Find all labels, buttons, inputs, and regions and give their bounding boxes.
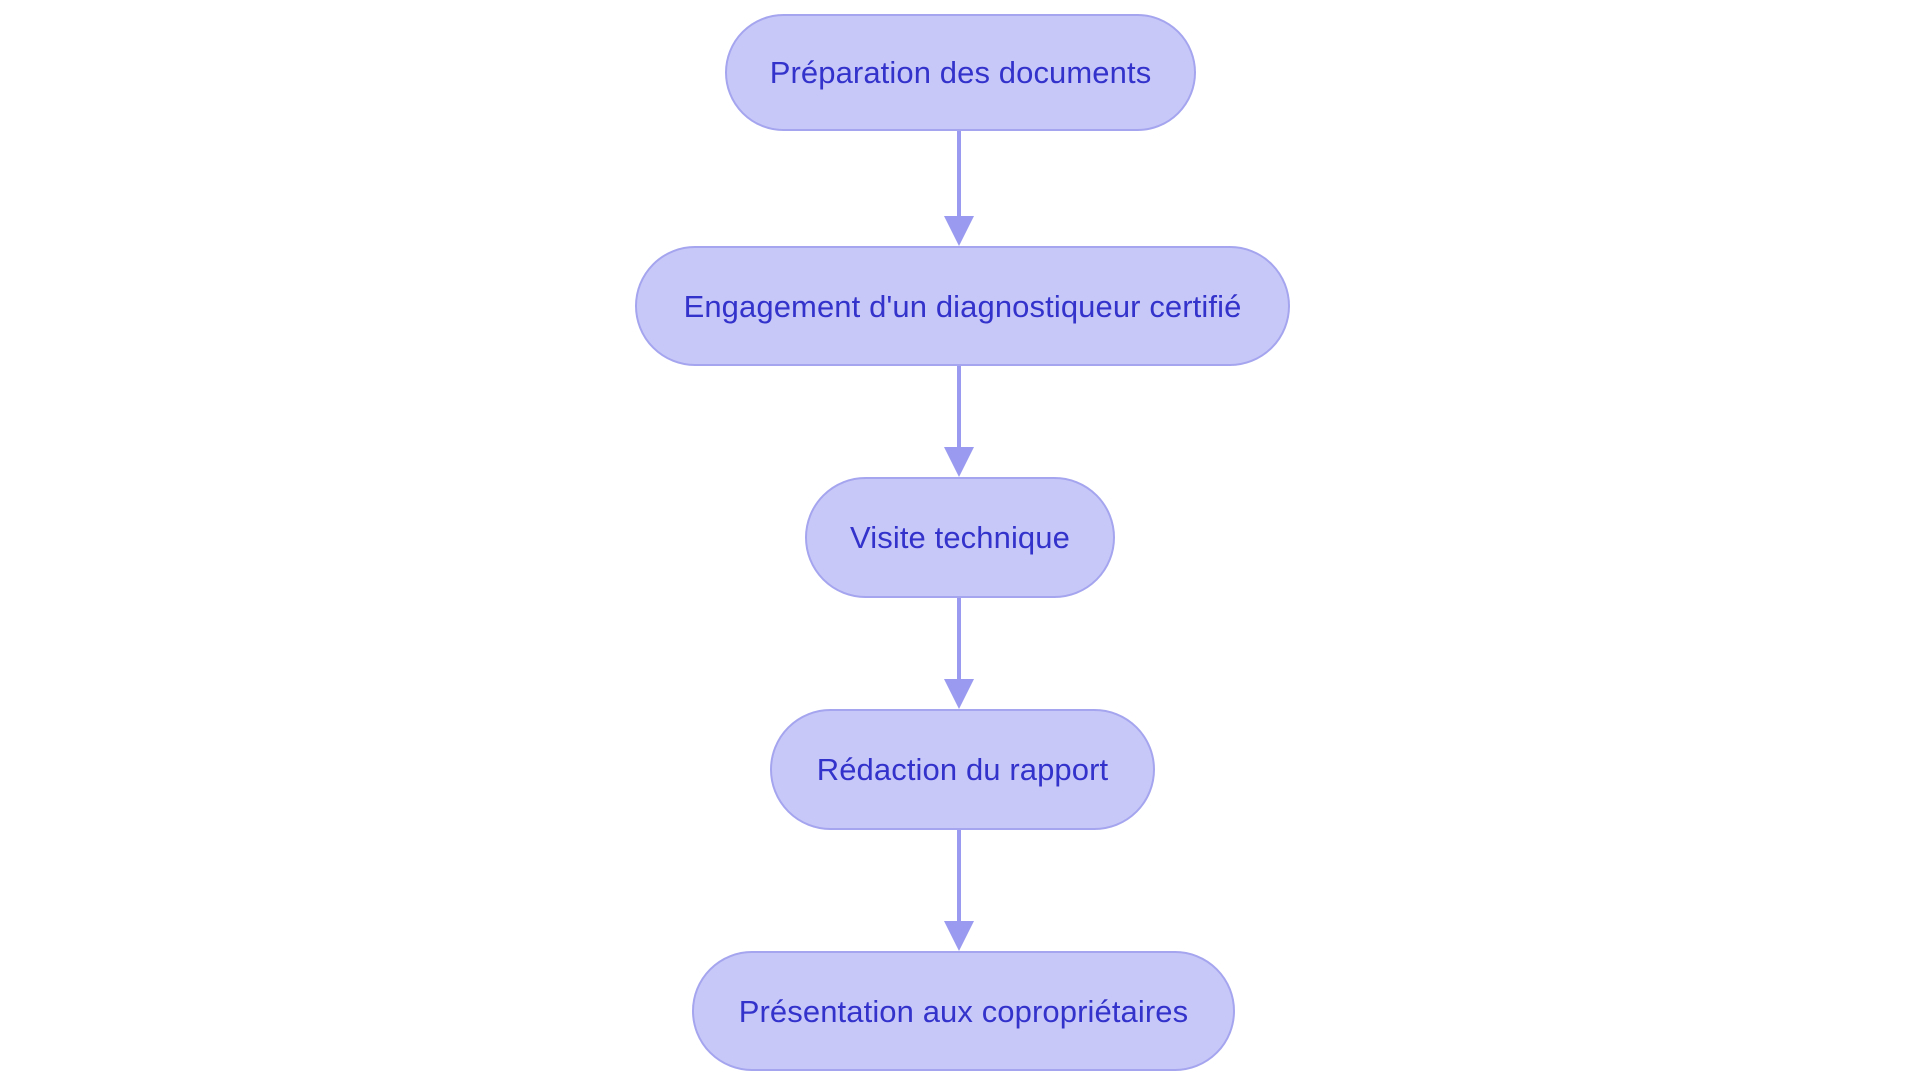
flow-node-engagement-diagnostiqueur[interactable]: Engagement d'un diagnostiqueur certifié (635, 246, 1290, 366)
edge-n0-n1 (944, 131, 974, 246)
flow-node-preparation-des-documents[interactable]: Préparation des documents (725, 14, 1196, 131)
edge-n3-n4 (944, 830, 974, 951)
flow-node-redaction-du-rapport[interactable]: Rédaction du rapport (770, 709, 1155, 830)
flow-node-label: Présentation aux copropriétaires (738, 993, 1189, 1029)
flow-node-label: Rédaction du rapport (816, 752, 1109, 787)
flow-node-visite-technique[interactable]: Visite technique (805, 477, 1115, 598)
flow-node-presentation-aux-coproprietaires[interactable]: Présentation aux copropriétaires (692, 951, 1235, 1071)
flow-node-label: Engagement d'un diagnostiqueur certifié (683, 288, 1242, 324)
edge-n2-n3 (944, 598, 974, 709)
flow-node-label: Préparation des documents (769, 55, 1152, 90)
edge-n1-n2 (944, 366, 974, 477)
flow-node-label: Visite technique (850, 520, 1070, 555)
